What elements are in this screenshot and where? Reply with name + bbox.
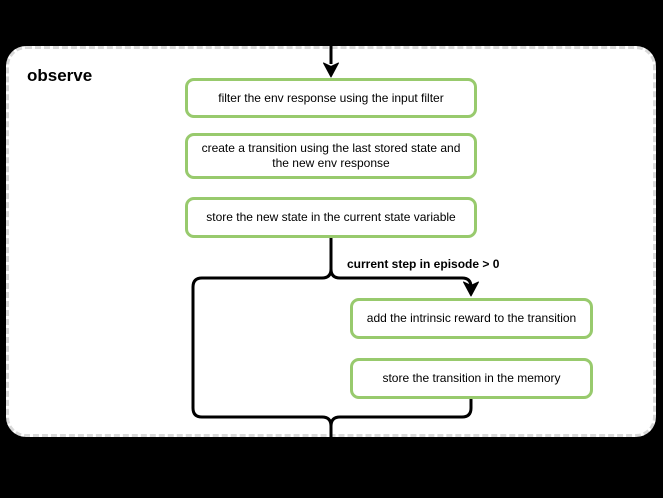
node-label: filter the env response using the input … [218,90,444,105]
group-title: observe [27,66,93,85]
node-label: add the intrinsic reward to the transiti… [366,311,577,325]
node-store-transition[interactable]: store the transition in the memory [350,358,593,399]
node-label: store the new state in the current state… [206,210,456,224]
branch-condition-label: current step in episode > 0 [347,257,500,271]
node-label: store the transition in the memory [382,371,561,385]
node-add-intrinsic-reward[interactable]: add the intrinsic reward to the transiti… [350,298,593,339]
node-store-new-state[interactable]: store the new state in the current state… [185,197,477,238]
node-label: create a transition using the last store… [201,141,461,170]
node-filter-env-response[interactable]: filter the env response using the input … [185,78,477,118]
node-create-transition[interactable]: create a transition using the last store… [185,133,477,179]
